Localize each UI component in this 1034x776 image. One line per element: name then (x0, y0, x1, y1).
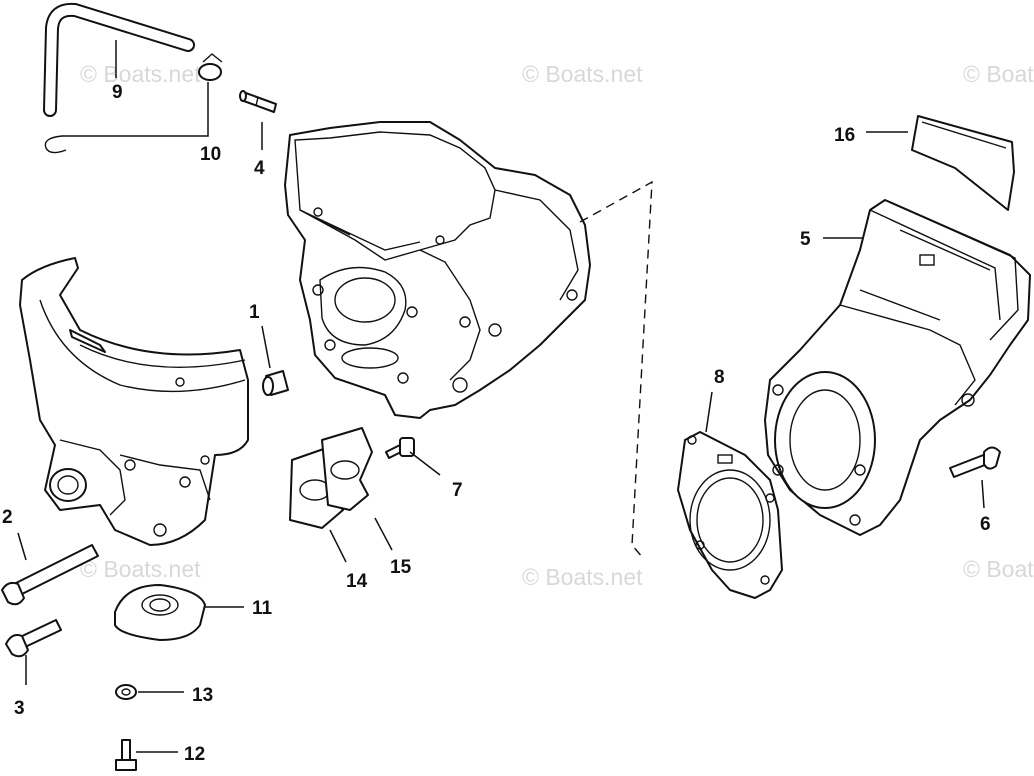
dowel-pin-part (239, 90, 277, 113)
hose-clip-part (44, 53, 223, 154)
callout-4: 4 (254, 158, 265, 179)
watermark: © Boats.net (80, 556, 201, 582)
callout-6: 6 (980, 514, 991, 535)
callout-labels: 1 2 3 4 5 6 7 8 9 10 11 12 13 14 15 16 (2, 82, 991, 765)
hose-part (43, 2, 195, 117)
callout-1: 1 (249, 302, 260, 323)
callout-2: 2 (2, 507, 13, 528)
callout-3: 3 (14, 698, 25, 719)
callout-15: 15 (390, 557, 412, 578)
callout-11: 11 (252, 598, 273, 619)
callout-14: 14 (346, 571, 368, 592)
exhaust-housing-part (764, 199, 1031, 536)
seal-housing-part (114, 584, 206, 641)
screw-part (385, 437, 415, 459)
watermark-group: © Boats.net © Boats.net © Boats.net © Bo… (80, 61, 1034, 590)
gasket-plate-part (911, 115, 1015, 211)
watermark: © Boats.net (80, 61, 201, 87)
exhaust-gasket-part (677, 431, 783, 599)
callout-5: 5 (800, 229, 811, 250)
crankcase-part (284, 121, 591, 419)
callout-12: 12 (184, 744, 205, 765)
watermark: © Boats.net (522, 564, 643, 590)
leader-lines (17, 40, 985, 753)
short-bolt-part (5, 619, 62, 658)
manifold-part (19, 257, 249, 546)
callout-13: 13 (192, 685, 213, 706)
gasket-part (289, 427, 373, 529)
callout-7: 7 (452, 480, 463, 501)
housing-bolt-part (949, 446, 1001, 478)
bushing-part (262, 370, 289, 396)
watermark: © Boats.net (522, 61, 643, 87)
callout-9: 9 (112, 82, 123, 103)
callout-10: 10 (200, 144, 221, 165)
callout-8: 8 (714, 367, 725, 388)
small-screw-part (115, 739, 137, 771)
watermark: © Boats.net (963, 61, 1034, 87)
washer-part (115, 684, 137, 700)
alignment-line (579, 180, 653, 559)
long-bolt-part (1, 544, 99, 606)
watermark: © Boats.net (963, 556, 1034, 582)
callout-16: 16 (834, 125, 855, 146)
